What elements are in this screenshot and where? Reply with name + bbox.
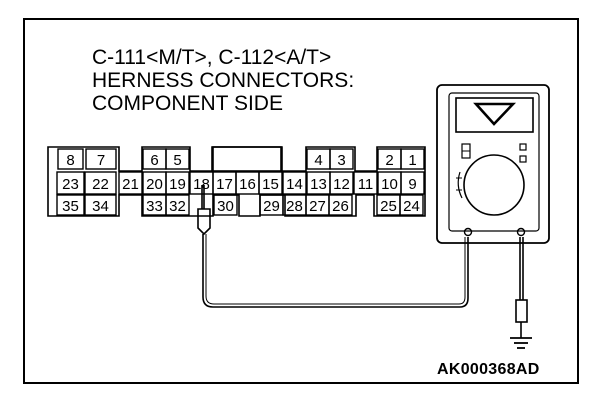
probe-tip (197, 208, 211, 236)
pin-label-35: 35 (62, 198, 79, 215)
pin-label-21: 21 (122, 176, 139, 193)
meter-indicator-2 (519, 155, 527, 163)
meter-jack-negative (516, 227, 526, 237)
test-lead-wire (202, 234, 469, 308)
pin-label-18: 18 (193, 176, 210, 193)
pin-label-12: 12 (333, 176, 350, 193)
pin-label-20: 20 (146, 176, 163, 193)
pin-cell-1 (400, 148, 425, 170)
title-line-2: HERNESS CONNECTORS: (92, 69, 355, 92)
pin-label-30: 30 (217, 198, 234, 215)
pin-label-7: 7 (97, 152, 105, 169)
pin-label-14: 14 (286, 176, 303, 193)
pin-cell-30 (213, 194, 238, 216)
pin-label-23: 23 (62, 176, 79, 193)
pin-cell-15 (258, 171, 283, 195)
pin-cell-22 (84, 171, 117, 195)
pin-label-2: 2 (385, 152, 393, 169)
pin-label-34: 34 (92, 198, 109, 215)
diagram-frame (23, 18, 579, 384)
ground-lead (515, 237, 528, 338)
multimeter: V (436, 84, 550, 244)
test-probe-pin-18 (197, 185, 211, 236)
pin-label-22: 22 (92, 176, 109, 193)
pin-label-4: 4 (314, 152, 322, 169)
figure-code: AK000368AD (437, 361, 540, 378)
meter-inner-panel (448, 92, 540, 232)
connector-outline (47, 146, 426, 217)
pin-label-6: 6 (150, 152, 158, 169)
ground-icon (510, 337, 532, 349)
meter-indicator-1 (519, 143, 527, 151)
pin-label-33: 33 (146, 198, 163, 215)
pin-cell-9 (400, 171, 425, 195)
pin-label-8: 8 (66, 152, 74, 169)
pin-label-3: 3 (337, 152, 345, 169)
pin-cell-21 (118, 171, 143, 195)
pin-label-25: 25 (380, 198, 397, 215)
meter-v-symbol (473, 102, 517, 126)
pin-label-19: 19 (169, 176, 186, 193)
pin-label-24: 24 (403, 198, 420, 215)
connector-lock-tab (212, 146, 282, 172)
pin-cell-5 (165, 148, 190, 170)
meter-body (436, 84, 550, 244)
pin-label-27: 27 (309, 198, 326, 215)
pin-cell-8 (57, 148, 84, 170)
pin-label-28: 28 (286, 198, 303, 215)
pin-cell-26 (328, 194, 353, 216)
meter-display (455, 97, 534, 133)
pin-cell-34 (84, 194, 117, 216)
pin-cell-14 (282, 171, 307, 195)
pin-label-15: 15 (262, 176, 279, 193)
pin-label-16: 16 (239, 176, 256, 193)
pin-label-32: 32 (169, 198, 186, 215)
title-line-3: COMPONENT SIDE (92, 92, 283, 115)
title-line-1: C-111<M/T>, C-112<A/T> (92, 46, 332, 69)
pin-label-1: 1 (408, 152, 416, 169)
pin-label-29: 29 (263, 198, 280, 215)
pin-cell-11 (353, 171, 378, 195)
meter-jack-positive (463, 227, 473, 237)
pin-cell-19 (165, 171, 190, 195)
meter-display-label: V (494, 117, 495, 119)
meter-dial-arc (457, 171, 463, 199)
pin-label-13: 13 (310, 176, 327, 193)
diagram-title: C-111<M/T>, C-112<A/T> HERNESS CONNECTOR… (92, 46, 354, 115)
harness-connector (47, 146, 426, 217)
ground-clip (515, 299, 528, 323)
pin-label-11: 11 (358, 176, 374, 193)
pin-cell-7 (85, 148, 117, 170)
pin-label-10: 10 (381, 176, 398, 193)
pin-label-26: 26 (332, 198, 349, 215)
pin-cell-12 (329, 171, 354, 195)
pin-label-9: 9 (408, 176, 416, 193)
meter-selector-dial (463, 154, 525, 216)
pin-label-5: 5 (173, 152, 181, 169)
pin-label-17: 17 (216, 176, 233, 193)
pin-cell-3 (329, 148, 354, 170)
pin-cell-24 (399, 194, 424, 216)
pin-cell-23 (56, 171, 85, 195)
pin-cell-32 (165, 194, 190, 216)
pin-cell-35 (56, 194, 85, 216)
